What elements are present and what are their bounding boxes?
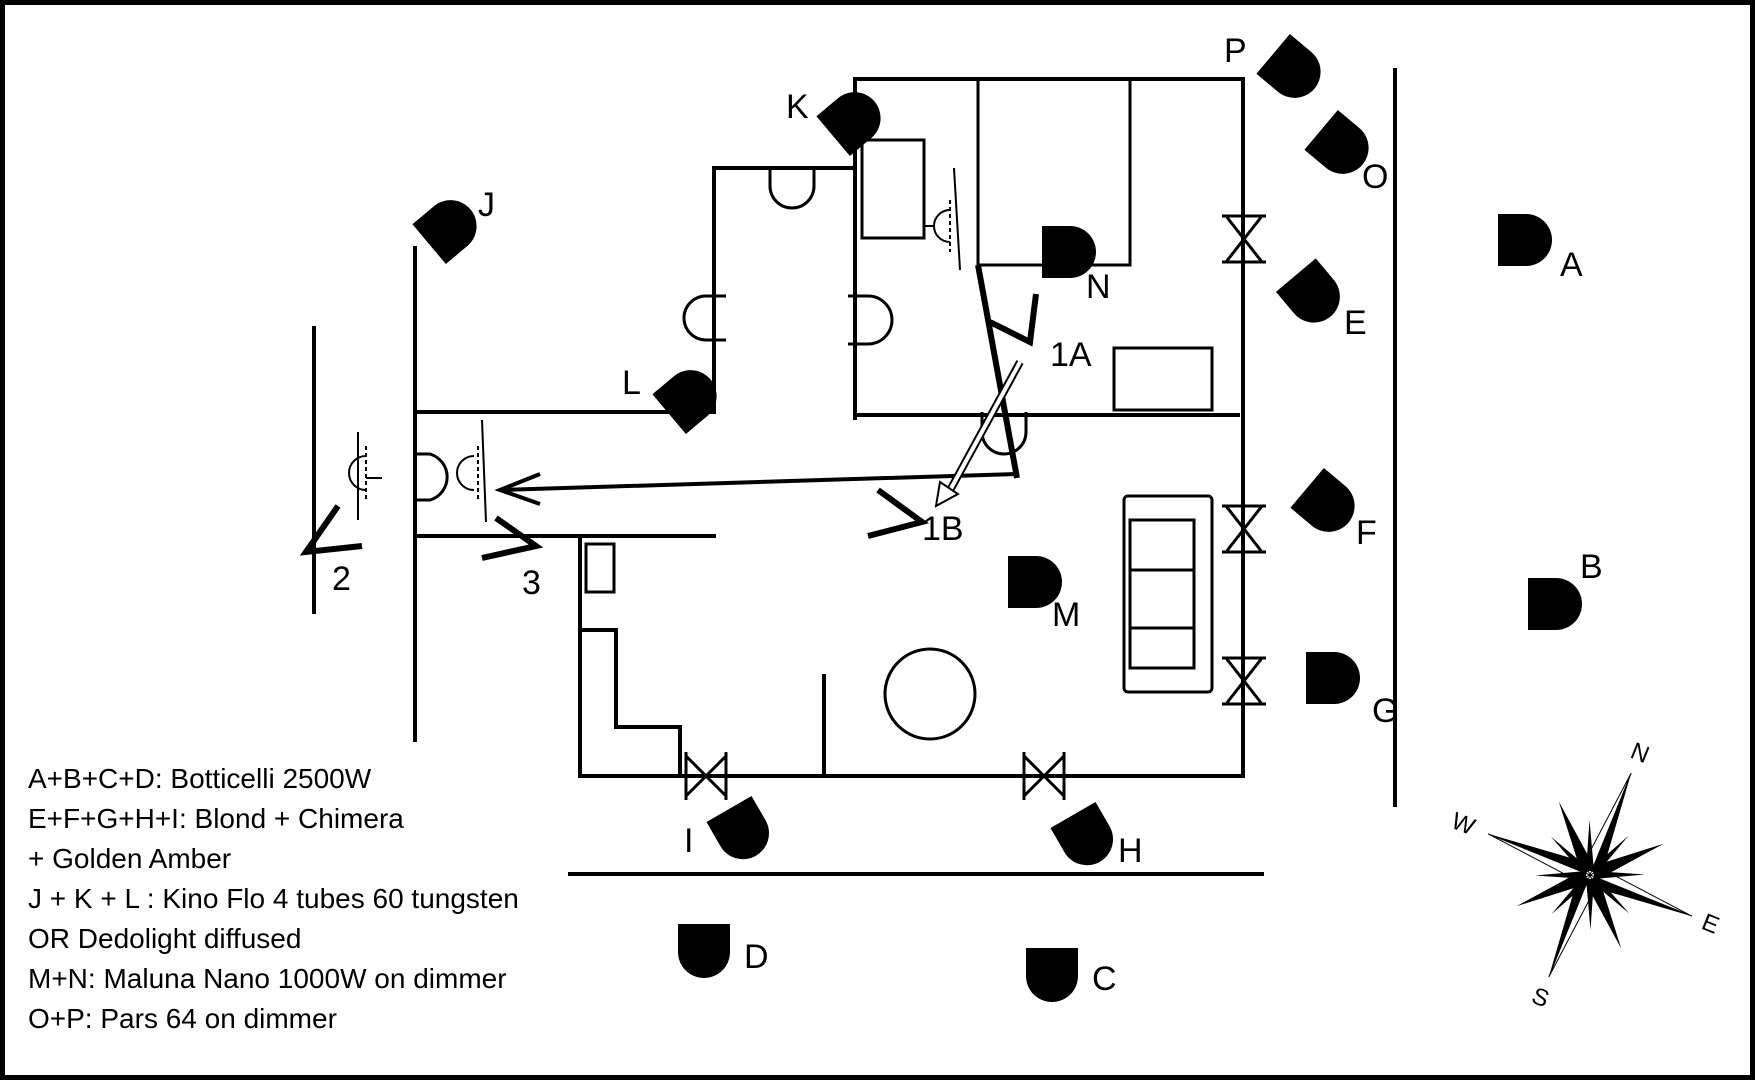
furniture [584, 494, 1214, 741]
doors [417, 166, 1028, 502]
legend: A+B+C+D: Botticelli 2500W E+F+G+H+I: Blo… [28, 763, 519, 1034]
lamp-icon [1306, 652, 1360, 704]
light-H: H [1050, 801, 1143, 875]
compass-rose-icon: N E S W [1448, 738, 1723, 1014]
light-label: M [1052, 596, 1080, 634]
light-label: B [1580, 548, 1603, 586]
light-label: J [478, 186, 495, 224]
light-label: O [1362, 158, 1388, 196]
light-label: E [1344, 304, 1367, 342]
legend-line: O+P: Pars 64 on dimmer [28, 1003, 337, 1034]
light-label: K [786, 88, 809, 126]
light-M: M [1008, 556, 1080, 634]
legend-line: E+F+G+H+I: Blond + Chimera [28, 803, 404, 834]
camera-3: 3 [481, 515, 544, 602]
light-P: P [1224, 32, 1332, 109]
light-label: L [622, 364, 641, 402]
light-label: P [1224, 32, 1247, 70]
window-4 [684, 752, 728, 800]
camera-1A: 1A [988, 293, 1092, 374]
fixtures [348, 167, 961, 523]
light-label: A [1560, 246, 1583, 284]
light-B: B [1528, 548, 1603, 630]
light-label: I [684, 822, 693, 860]
light-F: F [1290, 467, 1377, 552]
lamp-icon [1026, 948, 1078, 1002]
lamp-icon [1498, 214, 1552, 266]
window-2 [1222, 504, 1266, 554]
legend-line: M+N: Maluna Nano 1000W on dimmer [28, 963, 507, 994]
legend-line: J + K + L : Kino Flo 4 tubes 60 tungsten [28, 883, 519, 914]
lamp-icon [678, 924, 730, 978]
light-L: L [622, 359, 728, 435]
camera-label: 1B [922, 510, 964, 548]
light-A: A [1498, 214, 1583, 284]
camera-label: 3 [522, 564, 541, 602]
page-background [5, 5, 1750, 1075]
camera-label: 1A [1050, 336, 1092, 374]
legend-line: A+B+C+D: Botticelli 2500W [28, 763, 372, 794]
camera-2: 2 [299, 504, 363, 598]
lights: A B C D E F G H I J K L M N O P [412, 32, 1603, 1002]
light-C: C [1026, 948, 1117, 1002]
light-label: D [744, 938, 769, 976]
lamp-icon [1528, 578, 1582, 630]
cameras: 1A 1B 2 3 [299, 293, 1092, 602]
light-D: D [678, 924, 769, 978]
light-J: J [412, 186, 495, 265]
light-O: O [1304, 109, 1388, 196]
window-5 [1022, 752, 1066, 800]
light-label: H [1118, 832, 1143, 870]
light-label: G [1372, 692, 1398, 730]
light-N: N [1042, 226, 1111, 306]
light-label: C [1092, 960, 1117, 998]
window-1 [1222, 214, 1266, 264]
camera-1B: 1B [867, 487, 964, 548]
legend-line: OR Dedolight diffused [28, 923, 301, 954]
sofa-seat [1128, 518, 1196, 670]
camera-label: 2 [332, 560, 351, 598]
cabinet [584, 542, 616, 594]
light-label: F [1356, 514, 1377, 552]
light-K: K [786, 81, 892, 157]
camera-move-arrow [494, 360, 1024, 508]
windows [684, 214, 1266, 800]
light-G: G [1306, 652, 1398, 730]
light-label: N [1086, 268, 1111, 306]
light-E: E [1275, 258, 1367, 342]
round-table [883, 647, 977, 741]
window-3 [1222, 656, 1266, 706]
legend-line: + Golden Amber [28, 843, 231, 874]
light-I: I [684, 795, 779, 869]
sofa [1122, 494, 1214, 694]
walls [312, 68, 1397, 876]
